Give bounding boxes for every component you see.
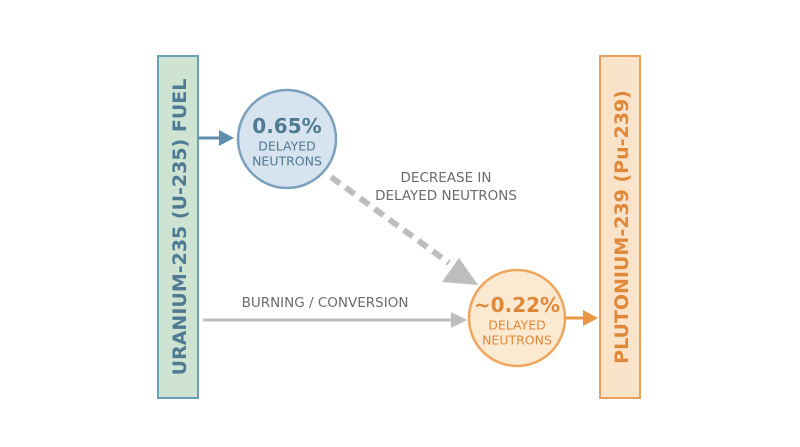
plutonium-label: PLUTONIUM-239 (Pu-239) [611, 90, 633, 364]
u235-percent: 0.65% [252, 114, 321, 138]
pu239-delayed-label: DELAYED [488, 318, 546, 333]
decrease-arrow [329, 174, 478, 285]
decrease-label-line2: DELAYED NEUTRONS [375, 188, 517, 204]
u235-delayed-label: DELAYED [258, 139, 316, 154]
u235-neutrons-label: NEUTRONS [252, 154, 322, 169]
pu239-neutrons-label: NEUTRONS [482, 333, 552, 348]
plutonium-bar: PLUTONIUM-239 (Pu-239) [599, 55, 641, 399]
pu239-circle-shape [467, 268, 567, 368]
plutonium-rect [599, 55, 641, 399]
uranium-fuel-rect [157, 55, 199, 399]
fuel-to-u235-arrow [199, 130, 234, 146]
decrease-label: DECREASE IN DELAYED NEUTRONS [375, 170, 517, 204]
pu239-delayed-neutrons-circle: ~0.22% DELAYED NEUTRONS [467, 268, 567, 368]
conversion-arrow [203, 312, 467, 328]
uranium-fuel-bar: URANIUM-235 (U-235) FUEL [157, 55, 199, 399]
pu239-percent: ~0.22% [474, 293, 560, 317]
decrease-label-line1: DECREASE IN [401, 170, 492, 186]
u235-circle-shape [236, 88, 338, 190]
uranium-fuel-label: URANIUM-235 (U-235) FUEL [169, 79, 191, 376]
pu239-to-plutonium-arrow [566, 310, 598, 326]
conversion-label: BURNING / CONVERSION [242, 295, 409, 311]
u235-delayed-neutrons-circle: 0.65% DELAYED NEUTRONS [236, 88, 338, 190]
